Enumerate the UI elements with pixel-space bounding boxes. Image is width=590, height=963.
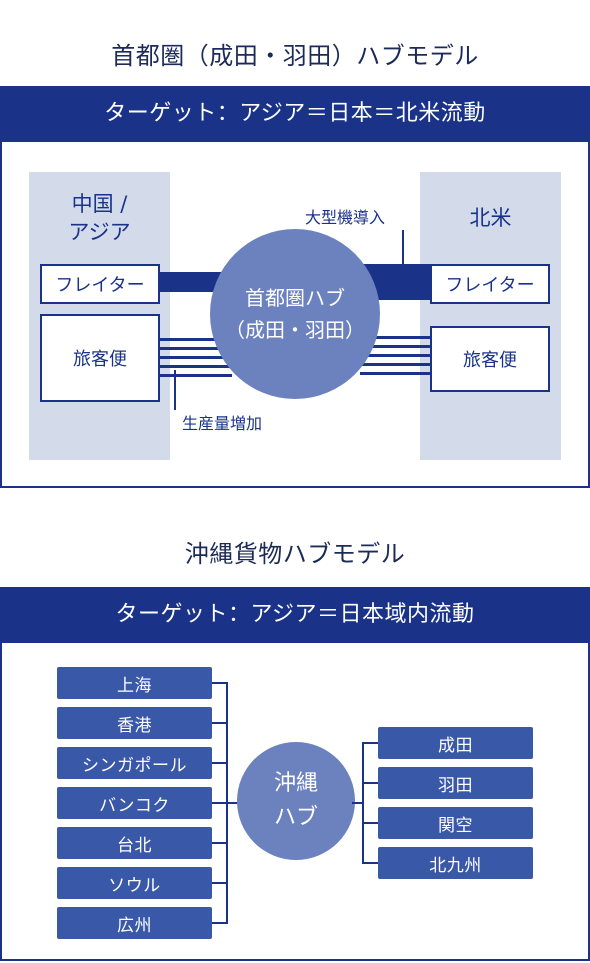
passenger-label-right: 旅客便 — [463, 350, 517, 371]
connector-kansai — [362, 822, 378, 824]
model1-title: 首都圏（成田・羽田）ハブモデル — [111, 42, 479, 70]
connector-hongkong — [212, 722, 228, 724]
capital-hub-label-1: 首都圏ハブ — [245, 286, 345, 310]
connector-seoul — [212, 882, 228, 884]
capital-hub-label-2: （成田・羽田） — [225, 318, 365, 342]
city-seoul: ソウル — [57, 867, 212, 899]
connector-shanghai — [212, 682, 228, 684]
connector-kitakyushu — [362, 862, 378, 864]
city-guangzhou: 広州 — [57, 907, 212, 939]
city-haneda: 羽田 — [378, 767, 533, 799]
capital-hub-circle: 首都圏ハブ （成田・羽田） — [210, 229, 380, 399]
passenger-label-left: 旅客便 — [73, 349, 127, 370]
freighter-label-left: フレイター — [55, 275, 145, 296]
passenger-box-left: 旅客便 — [40, 314, 160, 402]
passenger-box-right: 旅客便 — [430, 326, 550, 392]
okinawa-hub-circle: 沖縄 ハブ — [237, 742, 355, 860]
city-singapore: シンガポール — [57, 747, 212, 779]
region-north-america-label: 北米 — [469, 206, 512, 230]
city-kansai: 関空 — [378, 807, 533, 839]
connector-bangkok — [212, 802, 228, 804]
annotation-capacity-increase: 生産量増加 — [182, 414, 263, 433]
connector-right-trunk — [362, 742, 364, 864]
model1-banner: ターゲット：アジア＝日本＝北米流動 — [0, 86, 590, 142]
connector-haneda — [362, 782, 378, 784]
region-north-america: 北米 — [420, 172, 561, 460]
okinawa-hub-label-1: 沖縄 — [273, 771, 318, 796]
city-taipei: 台北 — [57, 827, 212, 859]
connector-guangzhou — [212, 922, 228, 924]
city-bangkok: バンコク — [57, 787, 212, 819]
connector-narita — [362, 742, 378, 744]
freighter-box-right: フレイター — [430, 264, 550, 304]
region-asia-label-1: 中国 / — [71, 192, 128, 216]
okinawa-hub-label-2: ハブ — [273, 805, 318, 830]
model2-title: 沖縄貨物ハブモデル — [184, 540, 406, 568]
connector-taipei — [212, 842, 228, 844]
model2-banner: ターゲット：アジア＝日本域内流動 — [0, 587, 590, 643]
passenger-stripes-left — [160, 338, 232, 377]
connector-hub-to-right — [352, 802, 364, 804]
annotation-large-aircraft: 大型機導入 — [305, 208, 386, 227]
freighter-label-right: フレイター — [445, 275, 535, 296]
city-narita: 成田 — [378, 727, 533, 759]
annotation-large-aircraft-line — [402, 230, 404, 264]
connector-singapore — [212, 762, 228, 764]
connector-left-to-hub — [226, 802, 240, 804]
annotation-capacity-line — [174, 370, 176, 410]
city-kitakyushu: 北九州 — [378, 847, 533, 879]
city-hongkong: 香港 — [57, 707, 212, 739]
city-shanghai: 上海 — [57, 667, 212, 699]
passenger-stripes-right — [360, 336, 432, 375]
freighter-box-left: フレイター — [40, 264, 160, 304]
region-asia-label-2: アジア — [68, 220, 131, 244]
